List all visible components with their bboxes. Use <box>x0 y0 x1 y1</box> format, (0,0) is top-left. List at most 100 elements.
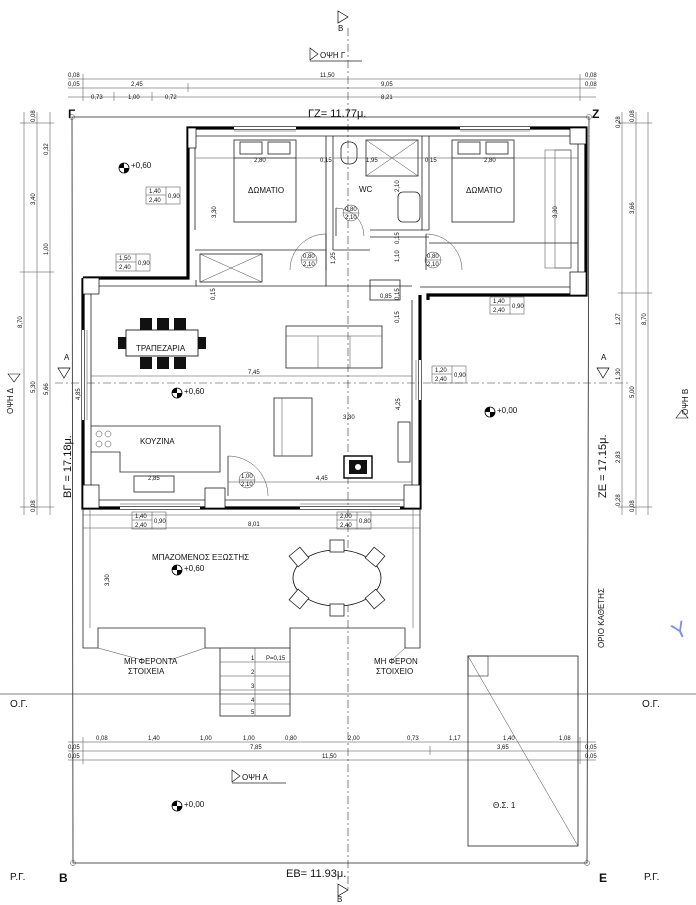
boundary-eb: ΕΒ= 11.93μ. <box>286 868 346 880</box>
dimension-label: 4 <box>251 698 255 704</box>
dimension-label: 0,08 <box>630 110 636 122</box>
dimension-label: 0,80 <box>303 254 315 260</box>
dimension-label: 0,08 <box>96 736 108 742</box>
dimension-label: 3,65 <box>497 745 509 751</box>
dimension-label: 0,05 <box>585 745 597 751</box>
dimension-label: 2,83 <box>616 451 622 463</box>
dimension-label: 0,90 <box>154 519 166 525</box>
rg-left: Ρ.Γ. <box>10 872 25 883</box>
dimension-label: 2,10 <box>395 180 401 192</box>
corner-v: B <box>59 871 68 885</box>
dimension-label: 0,15 <box>395 232 401 244</box>
dimension-label: 1,50 <box>119 256 131 262</box>
right-dimensions: 0,08 3,66 5,00 0,08 0,28 1,27 1,30 2,83 … <box>616 110 652 515</box>
boundary-gz: ΓΖ= 11.77μ. <box>308 108 366 120</box>
dimension-label: 9,05 <box>381 82 393 88</box>
dimension-label: 1,25 <box>331 252 337 264</box>
dimension-label: 3,66 <box>630 202 636 214</box>
orio-kathetis: ΟΡΙΟ ΚΑΘΕΤΗΣ <box>597 588 606 648</box>
dimension-label: 3,30 <box>343 415 355 421</box>
dimension-label: 2,80 <box>254 158 266 164</box>
tv-unit <box>397 421 411 463</box>
dimension-label: 2,10 <box>345 215 357 221</box>
view-label-bottom: ΟΨΗ Α <box>231 769 286 784</box>
dimension-label: 1,40 <box>148 736 160 742</box>
dimension-label: 1,00 <box>200 736 212 742</box>
dimension-label: 1,17 <box>449 736 461 742</box>
section-label-a-left: A <box>64 353 70 362</box>
dimension-label: ΜΗ ΦΕΡΟΝΤΑ <box>124 657 178 666</box>
dimension-label: 4,45 <box>316 476 328 482</box>
view-label-right: ΟΨΗ Β <box>675 389 690 419</box>
bed-left <box>233 139 297 223</box>
dimension-label: ΣΤΟΙΧΕΙΑ <box>128 667 165 676</box>
room-kitchen: ΚΟΥΖΙΝΑ <box>140 437 175 446</box>
building-walls <box>81 126 588 510</box>
dimension-label: 0,90 <box>512 304 524 310</box>
dimension-label: 0,73 <box>407 736 419 742</box>
section-mark-right: A <box>596 353 610 379</box>
room-patio: ΜΠΑΖΟΜΕΝΟΣ ΕΞΩΣΤΗΣ <box>152 553 249 562</box>
stair: 1 2 3 4 5 P=0,15 <box>219 647 291 717</box>
room-wc: WC <box>359 185 373 194</box>
dimension-label: 0,80 <box>359 519 371 525</box>
patio-table <box>288 539 386 617</box>
dimension-label: 1,27 <box>616 313 622 325</box>
shafts <box>199 149 572 283</box>
room-bed-left: ΔΩΜΑΤΙΟ <box>248 186 284 195</box>
view-left-text: ΟΨΗ Δ <box>6 388 15 414</box>
section-mark-left: A <box>57 353 71 379</box>
fireplace <box>343 455 373 479</box>
section-mark-bottom: B <box>337 883 349 904</box>
dimension-label: +0,00 <box>497 406 518 415</box>
section-label-b-bottom: B <box>337 895 342 904</box>
bottom-dimensions: 0,08 1,40 1,00 1,00 0,80 2,00 0,73 1,17 … <box>68 736 597 764</box>
dimension-label: 0,28 <box>616 494 622 506</box>
dimension-label: +0,60 <box>131 161 152 170</box>
corner-e: E <box>599 871 607 885</box>
boundary-vg: ΒΓ = 17.18μ. <box>62 435 74 498</box>
dimension-label: 2 <box>251 670 255 676</box>
sofa <box>285 325 383 369</box>
corner-g: Γ <box>68 107 76 121</box>
dimension-label: 8,70 <box>18 316 24 328</box>
dimension-label: 0,08 <box>585 73 597 79</box>
dimension-label: 1,40 <box>149 189 161 195</box>
dimension-label: 2,40 <box>149 198 161 204</box>
left-dimensions: 0,08 3,40 5,30 0,08 0,32 1,00 5,66 8,70 <box>18 110 54 515</box>
section-label-b-top: B <box>338 24 343 33</box>
dimension-label: 2,00 <box>348 736 360 742</box>
dimension-label: 2,80 <box>484 158 496 164</box>
bed-right <box>451 139 515 223</box>
view-bottom-text: ΟΨΗ Α <box>242 773 268 782</box>
doors <box>227 207 463 497</box>
rg-right: Ρ.Γ. <box>644 872 659 883</box>
dimension-label: 2,40 <box>340 523 352 529</box>
interior-dimensions: 2,80 0,15 1,95 0,15 2,80 3,30 3,30 2,10 … <box>76 157 578 586</box>
level-patio: +0,60 <box>171 564 205 576</box>
dimension-label: 0,28 <box>616 116 622 128</box>
dimension-label: 1,95 <box>366 158 378 164</box>
level-bottom-yard: +0,00 <box>171 800 205 812</box>
dimension-label: 4,85 <box>76 388 82 400</box>
dimension-label: 1,00 <box>44 243 50 255</box>
dimension-label: P=0,15 <box>266 656 286 662</box>
level-living: +0,60 <box>171 387 205 399</box>
dimension-label: 0,08 <box>31 500 37 512</box>
dimension-label: 1,30 <box>616 368 622 380</box>
dimension-label: +0,00 <box>184 800 205 809</box>
dimension-label: 2,10 <box>427 262 439 268</box>
dimension-label: +0,60 <box>184 564 205 573</box>
dimension-label: 0,05 <box>68 82 80 88</box>
dimension-label: ΜΗ ΦΕΡΟΝ <box>374 657 418 666</box>
section-mark-top: B <box>337 10 349 33</box>
dimension-label: 1,10 <box>395 250 401 262</box>
dimension-label: 3,30 <box>212 206 218 218</box>
section-lines <box>0 28 696 890</box>
parking-space: Θ.Σ. 1 <box>467 655 579 847</box>
watermark: Υ <box>668 616 692 645</box>
dimension-label: 0,08 <box>68 73 80 79</box>
dimension-label: 2,40 <box>435 377 447 383</box>
dimension-label: 2,10 <box>303 262 315 268</box>
openings: 1,40 2,40 0,90 1,50 2,40 0,90 0,80 2,10 … <box>115 186 524 530</box>
